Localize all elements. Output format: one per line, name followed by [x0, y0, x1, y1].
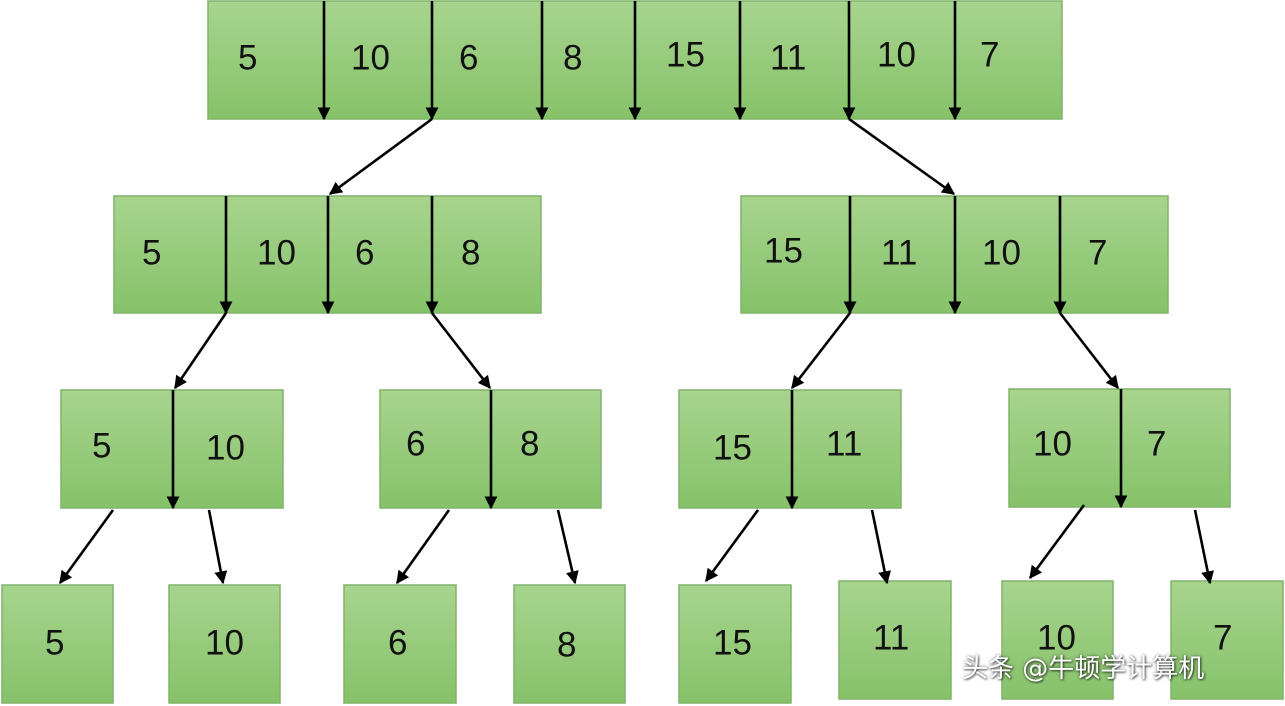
array-box-level3-6 [1001, 580, 1114, 700]
array-value-level3-7-0: 7 [1213, 618, 1232, 657]
array-value-level2-2-1: 11 [826, 424, 862, 463]
divide-arrow-8 [395, 509, 451, 585]
divide-arrow-6 [58, 509, 115, 585]
array-value-level3-3-0: 8 [557, 625, 576, 664]
divide-arrow-11 [870, 509, 892, 585]
labels-layer: 5 10 6 8 15 11 10 7 5 10 6 8 15 11 10 7 5 10 6 8 15 11 10 7 5 10 6… [45, 35, 1232, 664]
array-value-level1-0-2: 6 [355, 233, 374, 272]
divide-arrow-10 [704, 509, 760, 583]
array-box-level3-7 [1170, 580, 1284, 700]
array-value-level2-1-1: 8 [520, 424, 539, 463]
divide-arrow-9 [556, 509, 579, 585]
arrows-layer [58, 1, 1215, 585]
array-value-level1-1-1: 11 [881, 233, 917, 272]
array-value-level3-6-0: 10 [1037, 618, 1076, 657]
divide-arrow-1 [848, 117, 956, 196]
array-value-level2-0-0: 5 [92, 426, 111, 465]
array-value-level0-0-4: 15 [666, 35, 705, 74]
array-box-level3-4 [678, 584, 792, 704]
array-value-level0-0-1: 10 [351, 38, 390, 77]
array-value-level1-0-3: 8 [461, 233, 480, 272]
array-value-level3-5-0: 11 [873, 618, 909, 657]
array-value-level3-0-0: 5 [45, 623, 64, 662]
array-value-level2-2-0: 15 [713, 428, 752, 467]
array-value-level0-0-7: 7 [980, 35, 999, 74]
array-box-level2-2 [678, 389, 902, 509]
divide-arrow-5 [1058, 312, 1120, 390]
array-value-level2-0-1: 10 [206, 428, 245, 467]
array-box-level3-5 [838, 580, 952, 700]
array-value-level0-0-0: 5 [238, 38, 257, 77]
array-box-level3-1 [168, 584, 281, 704]
array-value-level2-3-1: 7 [1147, 424, 1166, 463]
array-value-level1-1-2: 10 [982, 233, 1021, 272]
array-value-level0-0-5: 11 [770, 38, 806, 77]
array-value-level1-0-1: 10 [257, 233, 296, 272]
divide-arrow-2 [173, 312, 228, 390]
divide-arrow-3 [430, 312, 492, 390]
array-value-level3-1-0: 10 [205, 623, 244, 662]
divide-arrow-0 [328, 117, 433, 196]
array-value-level3-2-0: 6 [388, 623, 407, 662]
array-value-level2-3-0: 10 [1033, 424, 1072, 463]
array-value-level2-1-0: 6 [406, 424, 425, 463]
array-value-level1-0-0: 5 [142, 233, 161, 272]
array-box-level3-2 [343, 584, 457, 704]
array-value-level0-0-6: 10 [877, 35, 916, 74]
array-box-level3-3 [513, 584, 626, 704]
divide-arrow-7 [207, 509, 228, 585]
array-value-level1-1-0: 15 [764, 231, 803, 270]
array-value-level1-1-3: 7 [1088, 233, 1107, 272]
divide-arrow-12 [1028, 504, 1086, 580]
divide-arrow-13 [1193, 509, 1215, 585]
array-box-level3-0 [1, 584, 114, 704]
watermark: 头条 @牛顿学计算机 [962, 654, 1205, 684]
array-value-level3-4-0: 15 [713, 623, 752, 662]
divide-arrow-4 [790, 312, 852, 390]
array-value-level0-0-2: 6 [459, 38, 478, 77]
array-value-level0-0-3: 8 [563, 38, 582, 77]
